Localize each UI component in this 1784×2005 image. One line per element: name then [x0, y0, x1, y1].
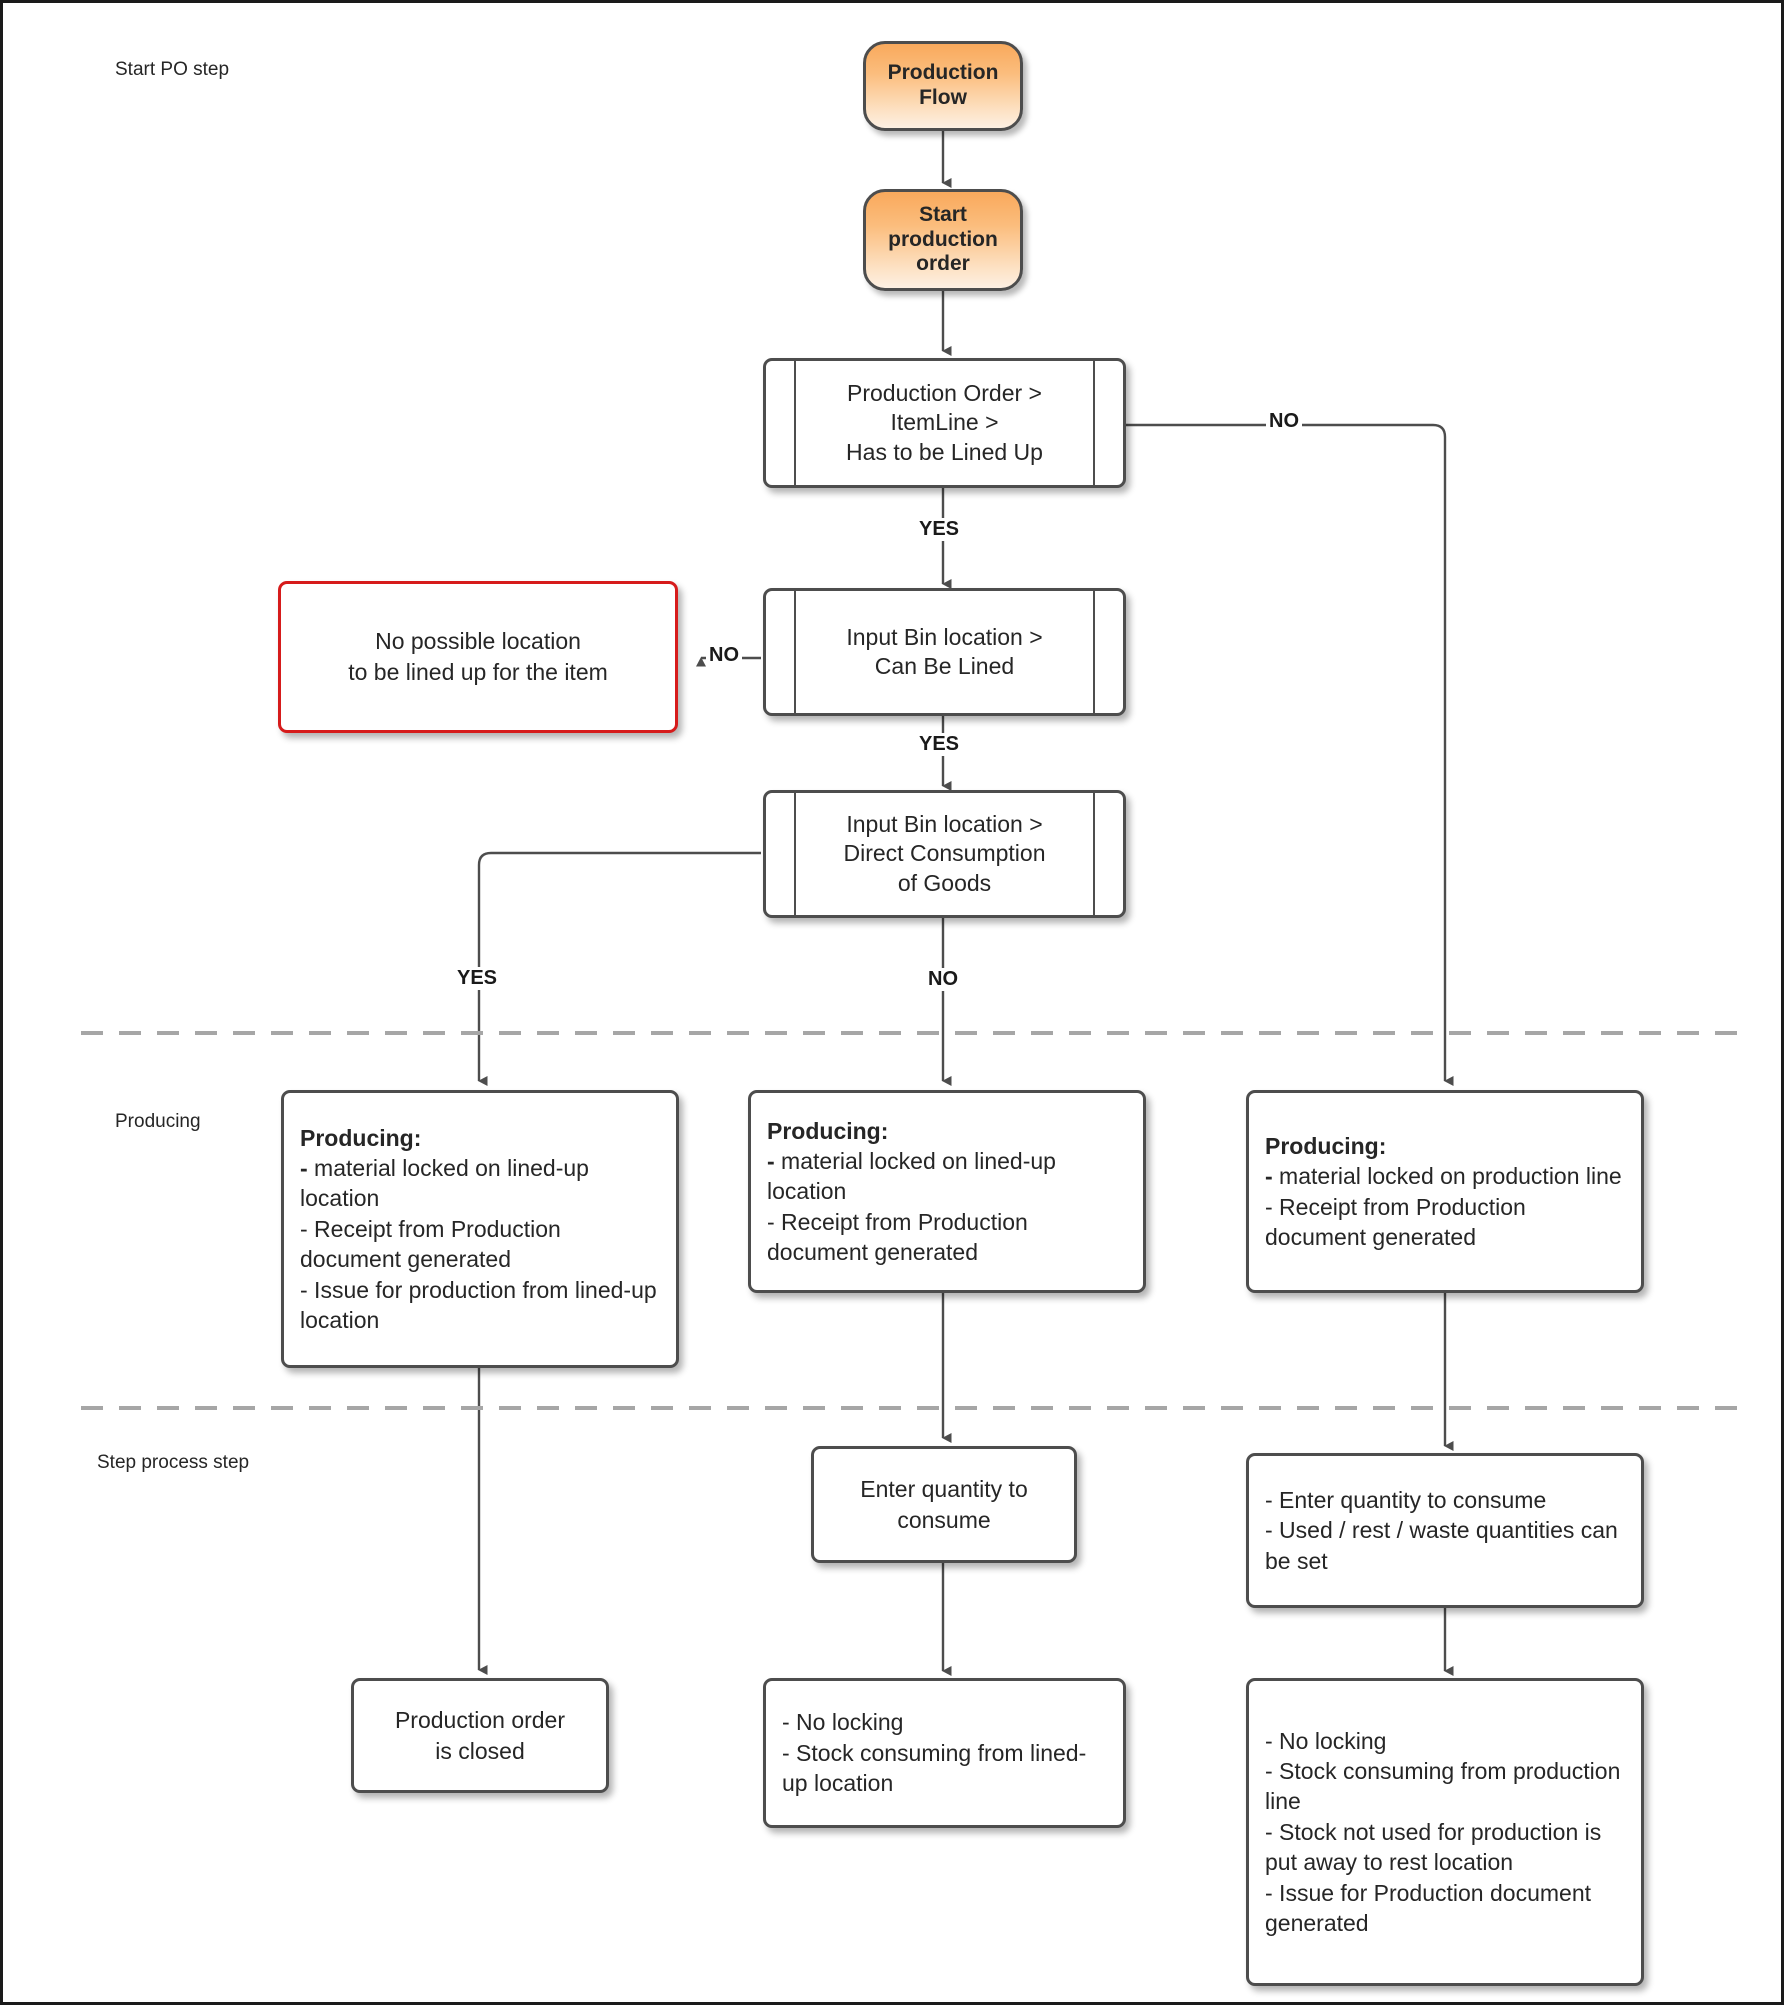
no-possible-location-line2: to be lined up for the item: [348, 659, 608, 685]
start-po-line2: production: [888, 227, 998, 251]
node-result-right[interactable]: - No locking - Stock consuming from prod…: [1246, 1678, 1644, 1986]
producing-left-title: Producing:: [300, 1124, 422, 1151]
pproc-left-bar: [794, 361, 796, 485]
producing-middle-bullet-1: - material locked on lined-up location: [767, 1146, 1129, 1207]
direct-consumption-line2: Direct Consumption: [843, 840, 1046, 867]
bold-dash: -: [1265, 1163, 1273, 1190]
pproc-right-bar: [1093, 793, 1095, 915]
can-be-lined-line2: Can Be Lined: [874, 653, 1015, 679]
bold-dash: -: [300, 1155, 308, 1182]
pproc-left-bar: [794, 793, 796, 915]
producing-middle-bullet-2: - Receipt from Production document gener…: [767, 1208, 1028, 1266]
producing-left-bullet-1: - material locked on lined-up location: [300, 1153, 662, 1214]
node-can-be-lined[interactable]: Input Bin location > Can Be Lined: [763, 588, 1126, 716]
node-no-possible-location[interactable]: No possible location to be lined up for …: [278, 581, 678, 733]
node-producing-middle[interactable]: Producing: - material locked on lined-up…: [748, 1090, 1146, 1293]
producing-left-bullet-1-text: material locked on lined-up location: [300, 1155, 589, 1212]
edge-direct-yes: [477, 851, 761, 1086]
production-flow-line1: Production: [887, 61, 999, 85]
edge-lined-no: [1126, 423, 1454, 1086]
producing-left-bullet-2: - Receipt from Production document gener…: [300, 1215, 561, 1273]
result-right-bullet-4: - Issue for Production document generate…: [1265, 1879, 1591, 1936]
pproc-right-bar: [1093, 591, 1095, 713]
band-label-producing: Producing: [115, 1111, 201, 1132]
direct-consumption-line3: of Goods: [897, 869, 992, 896]
producing-middle-bullet-1-text: material locked on lined-up location: [767, 1147, 1056, 1205]
producing-right-bullet-1: - material locked on production line: [1265, 1161, 1627, 1191]
producing-left-bullet-3: - Issue for production from lined-up loc…: [300, 1276, 657, 1333]
band-label-step-process-step: Step process step: [97, 1452, 250, 1473]
producing-right-bullet-2: - Receipt from Production document gener…: [1265, 1193, 1526, 1250]
node-enter-quantity-middle[interactable]: Enter quantity to consume: [811, 1446, 1077, 1563]
node-result-middle[interactable]: - No locking - Stock consuming from line…: [763, 1678, 1126, 1828]
start-po-line1: Start: [919, 202, 967, 226]
node-direct-consumption[interactable]: Input Bin location > Direct Consumption …: [763, 790, 1126, 918]
po-closed-line1: Production order: [394, 1707, 566, 1734]
edge-label-yes-can-be-lined: YES: [916, 733, 963, 756]
producing-middle-title: Producing:: [767, 1117, 889, 1144]
node-has-to-be-lined-up[interactable]: Production Order > ItemLine > Has to be …: [763, 358, 1126, 488]
lined-up-line3: Has to be Lined Up: [846, 438, 1043, 465]
enter-qty-mid-line1: Enter quantity to: [860, 1476, 1028, 1503]
bold-dash: -: [767, 1147, 775, 1174]
direct-consumption-line1: Input Bin location >: [846, 810, 1043, 837]
producing-right-bullet-1-text: material locked on production line: [1272, 1163, 1622, 1190]
edge-label-yes-lined-up: YES: [916, 518, 963, 541]
node-production-order-closed[interactable]: Production order is closed: [351, 1678, 609, 1793]
edge-label-no-lined-up: NO: [1266, 410, 1302, 433]
production-flow-line2: Flow: [919, 86, 967, 109]
edge-label-yes-direct: YES: [454, 967, 501, 990]
lined-up-line1: Production Order >: [847, 379, 1042, 406]
no-possible-location-line1: No possible location: [375, 627, 581, 654]
result-right-bullet-2: - Stock consuming from production line: [1265, 1758, 1621, 1815]
lined-up-line2: ItemLine >: [890, 409, 999, 436]
result-mid-bullet-1: - No locking: [782, 1709, 904, 1736]
node-producing-right[interactable]: Producing: - material locked on producti…: [1246, 1090, 1644, 1293]
enter-qty-right-bullet-1: - Enter quantity to consume: [1265, 1486, 1547, 1513]
result-right-bullet-1: - No locking: [1265, 1727, 1387, 1754]
pproc-left-bar: [794, 591, 796, 713]
po-closed-line2: is closed: [435, 1737, 525, 1764]
node-production-flow[interactable]: Production Flow: [863, 41, 1023, 131]
node-enter-quantity-right[interactable]: - Enter quantity to consume - Used / res…: [1246, 1453, 1644, 1608]
node-start-production-order[interactable]: Start production order: [863, 189, 1023, 291]
enter-qty-mid-line2: consume: [897, 1506, 991, 1533]
pproc-right-bar: [1093, 361, 1095, 485]
band-label-start-po-step: Start PO step: [115, 59, 230, 80]
edge-label-no-direct: NO: [925, 968, 961, 991]
result-right-bullet-3: - Stock not used for production is put a…: [1265, 1818, 1602, 1876]
enter-qty-right-bullet-2: - Used / rest / waste quantities can be …: [1265, 1517, 1618, 1574]
can-be-lined-line1: Input Bin location >: [846, 623, 1043, 650]
result-mid-bullet-2: - Stock consuming from lined-up location: [782, 1739, 1087, 1797]
producing-right-title: Producing:: [1265, 1132, 1387, 1159]
node-producing-left[interactable]: Producing: - material locked on lined-up…: [281, 1090, 679, 1368]
start-po-line3: order: [916, 252, 970, 276]
edge-label-no-can-be-lined: NO: [706, 644, 742, 667]
